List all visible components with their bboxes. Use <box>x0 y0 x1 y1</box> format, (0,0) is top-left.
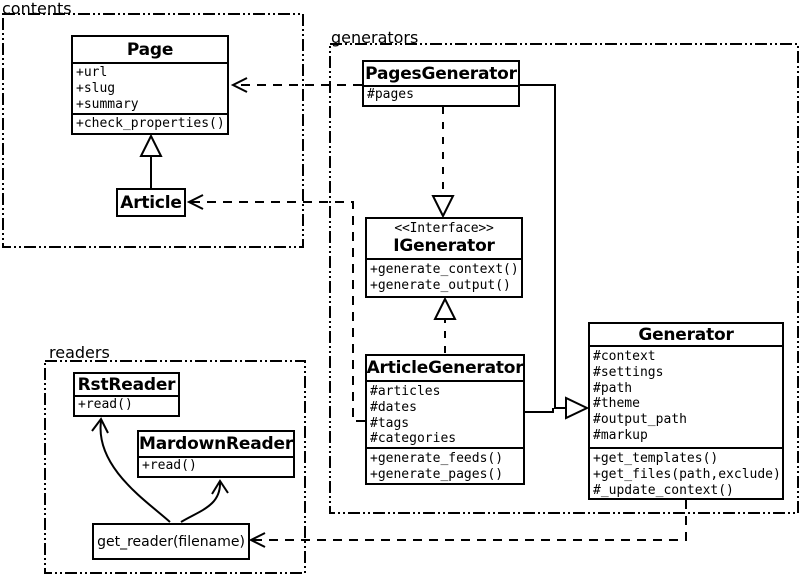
method: +get_templates() <box>593 451 719 466</box>
attribute: #output_path <box>593 412 687 428</box>
attribute: +summary <box>76 96 139 112</box>
dependency-arrow-generator-to-getreader <box>248 500 687 548</box>
class-rstreader-name: RstReader <box>75 374 178 397</box>
class-articlegenerator-attributes: #articles #dates #tags #categories <box>367 382 523 449</box>
attribute: #dates <box>370 399 417 415</box>
inheritance-arrow-article-to-page <box>139 133 163 188</box>
method: +read() <box>142 458 197 473</box>
inheritance-arrow-generators-to-generator <box>520 84 590 420</box>
function-get-reader-label: get_reader(filename) <box>97 533 245 550</box>
call-arrow-getreader-to-mardownreader <box>180 479 229 523</box>
class-mardownreader: MardownReader +read() <box>137 430 295 478</box>
class-rstreader: RstReader +read() <box>73 372 180 417</box>
attribute: #categories <box>370 431 457 447</box>
class-pagesgenerator: PagesGenerator #pages <box>362 60 520 107</box>
package-readers-border <box>44 360 306 574</box>
class-generator-name: Generator <box>590 324 782 347</box>
class-rstreader-methods: +read() <box>75 397 178 415</box>
class-mardownreader-name: MardownReader <box>139 432 293 458</box>
attribute: #settings <box>593 364 664 380</box>
method: +check_properties() <box>76 116 225 131</box>
class-pagesgenerator-attributes: #pages <box>364 87 518 105</box>
package-generators-border <box>329 43 799 514</box>
class-article-name: Article <box>120 192 182 213</box>
class-generator-attributes: #context #settings #path #theme #output_… <box>590 347 782 449</box>
attribute: #articles <box>370 384 441 399</box>
method: +generate_context() <box>370 262 519 277</box>
method: +read() <box>78 397 133 412</box>
dependency-arrow-pagesgenerator-to-page <box>230 77 362 93</box>
attribute: #theme <box>593 396 640 412</box>
class-igenerator: <<Interface>> IGenerator +generate_conte… <box>365 217 523 298</box>
realization-arrow-articlegenerator-to-igenerator <box>433 296 457 353</box>
package-label-generators: generators <box>331 28 419 47</box>
class-articlegenerator: ArticleGenerator #articles #dates #tags … <box>365 354 525 485</box>
realization-arrow-pagesgenerator-to-igenerator <box>431 107 455 219</box>
class-page-name: Page <box>73 37 227 64</box>
attribute: #markup <box>593 427 648 443</box>
attribute: #tags <box>370 415 410 431</box>
attribute: #pages <box>367 87 414 102</box>
package-label-contents: contents <box>2 0 72 18</box>
class-igenerator-methods: +generate_context() +generate_output() <box>367 260 521 296</box>
class-articlegenerator-methods: +generate_feeds() +generate_pages() <box>367 449 523 483</box>
class-generator-methods: +get_templates() +get_files(path,exclude… <box>590 449 782 498</box>
class-article: Article <box>116 188 186 217</box>
class-pagesgenerator-name: PagesGenerator <box>364 62 518 87</box>
class-igenerator-header: <<Interface>> IGenerator <box>367 219 521 260</box>
attribute: +url <box>76 65 108 80</box>
class-page: Page +url +slug +summary +check_properti… <box>71 35 229 135</box>
method: +generate_feeds() <box>370 451 504 466</box>
class-igenerator-name: IGenerator <box>393 236 495 256</box>
class-articlegenerator-name: ArticleGenerator <box>367 356 523 382</box>
dependency-arrow-articlegenerator-to-article <box>186 194 365 422</box>
method: +get_files(path,exclude) <box>593 466 781 482</box>
method: #_update_context() <box>593 482 734 498</box>
attribute: #path <box>593 380 633 396</box>
call-arrow-getreader-to-rstreader <box>91 417 171 523</box>
class-igenerator-stereotype: <<Interface>> <box>394 221 494 236</box>
attribute: #context <box>593 349 656 364</box>
package-label-readers: readers <box>49 343 110 362</box>
method: +generate_pages() <box>370 466 504 482</box>
method: +generate_output() <box>370 277 511 293</box>
package-contents-border <box>2 13 304 248</box>
function-get-reader: get_reader(filename) <box>92 523 250 560</box>
class-page-attributes: +url +slug +summary <box>73 64 227 115</box>
class-generator: Generator #context #settings #path #them… <box>588 322 784 500</box>
attribute: +slug <box>76 80 116 96</box>
class-mardownreader-methods: +read() <box>139 458 293 476</box>
class-page-methods: +check_properties() <box>73 115 227 133</box>
